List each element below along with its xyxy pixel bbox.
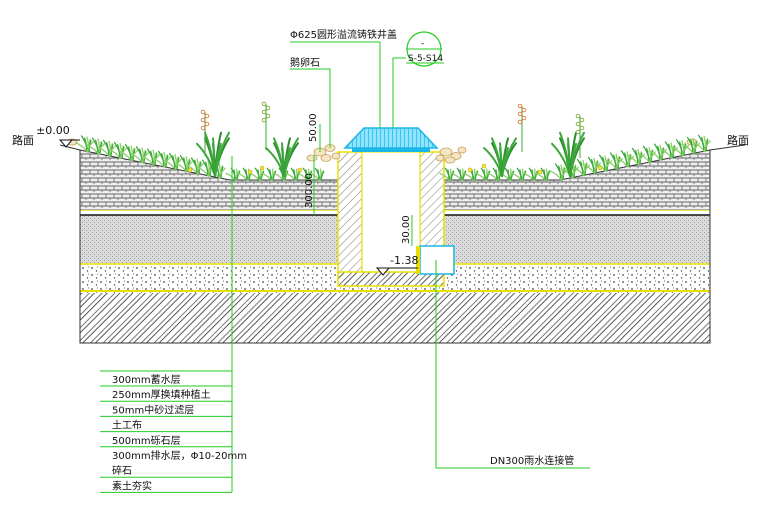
layer-legend-item: 土工布 [112,419,142,432]
level-label-bottom: -1.38 [390,254,418,267]
level-marker-left [58,139,80,148]
drain-pipe [419,245,455,275]
dimension-well-30: 30.00 [401,215,412,244]
section-reference-bubble [406,31,444,67]
well-wall-left [337,151,363,281]
layer-legend-item: 300mm排水层，Φ10-20mm [112,449,247,462]
layer-legend-item: 500mm砾石层 [112,434,181,447]
level-label-left: ±0.00 [36,124,70,137]
layer-compacted-soil [80,293,710,343]
section-ref-label: S-5-S14 [408,54,443,64]
road-label-left: 路面 [12,134,34,147]
cobble-label: 鹅卵石 [290,56,320,69]
road-label-right: 路面 [727,134,749,147]
level-marker-bottom [375,267,418,276]
overflow-grate [343,127,439,152]
section-ref-top: - [421,39,424,49]
vegetation [75,101,712,181]
layer-legend-item: 300mm蓄水层 [112,374,181,386]
layer-legend-item: 50mm中砂过滤层 [112,403,194,416]
dimension-300: 300.00 [304,173,315,208]
dimension-50: 50.00 [308,113,319,142]
pipe-label: DN300雨水连接管 [490,454,574,467]
grate-callout-label: Φ625圆形溢流铸铁井盖 [290,28,397,41]
layer-legend-item: 碎石 [112,464,132,477]
well-base [337,271,445,287]
layer-legend-item: 250mm厚换填种植土 [112,388,211,401]
layer-legend-item: 素土夯实 [112,479,152,492]
leader-lines [231,41,590,492]
